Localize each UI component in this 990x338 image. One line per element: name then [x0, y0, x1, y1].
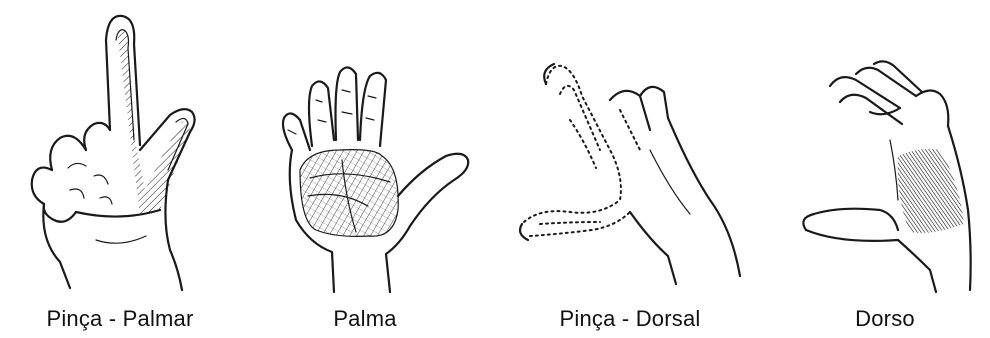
panel-pinca-dorsal: Pinça - Dorsal — [500, 0, 760, 338]
palm-hand-icon — [250, 0, 480, 300]
panel-pinca-palmar: Pinça - Palmar — [0, 0, 240, 338]
panel-palma: Palma — [250, 0, 480, 338]
panel-dorso: Dorso — [780, 0, 990, 338]
caption-dorso: Dorso — [780, 306, 990, 332]
caption-pinca-dorsal: Pinça - Dorsal — [500, 306, 760, 332]
pinch-palmar-hand-icon — [0, 0, 240, 300]
caption-pinca-palmar: Pinça - Palmar — [0, 306, 240, 332]
caption-palma: Palma — [250, 306, 480, 332]
pinch-dorsal-hand-icon — [500, 0, 760, 300]
dorsum-hand-icon — [780, 0, 990, 300]
